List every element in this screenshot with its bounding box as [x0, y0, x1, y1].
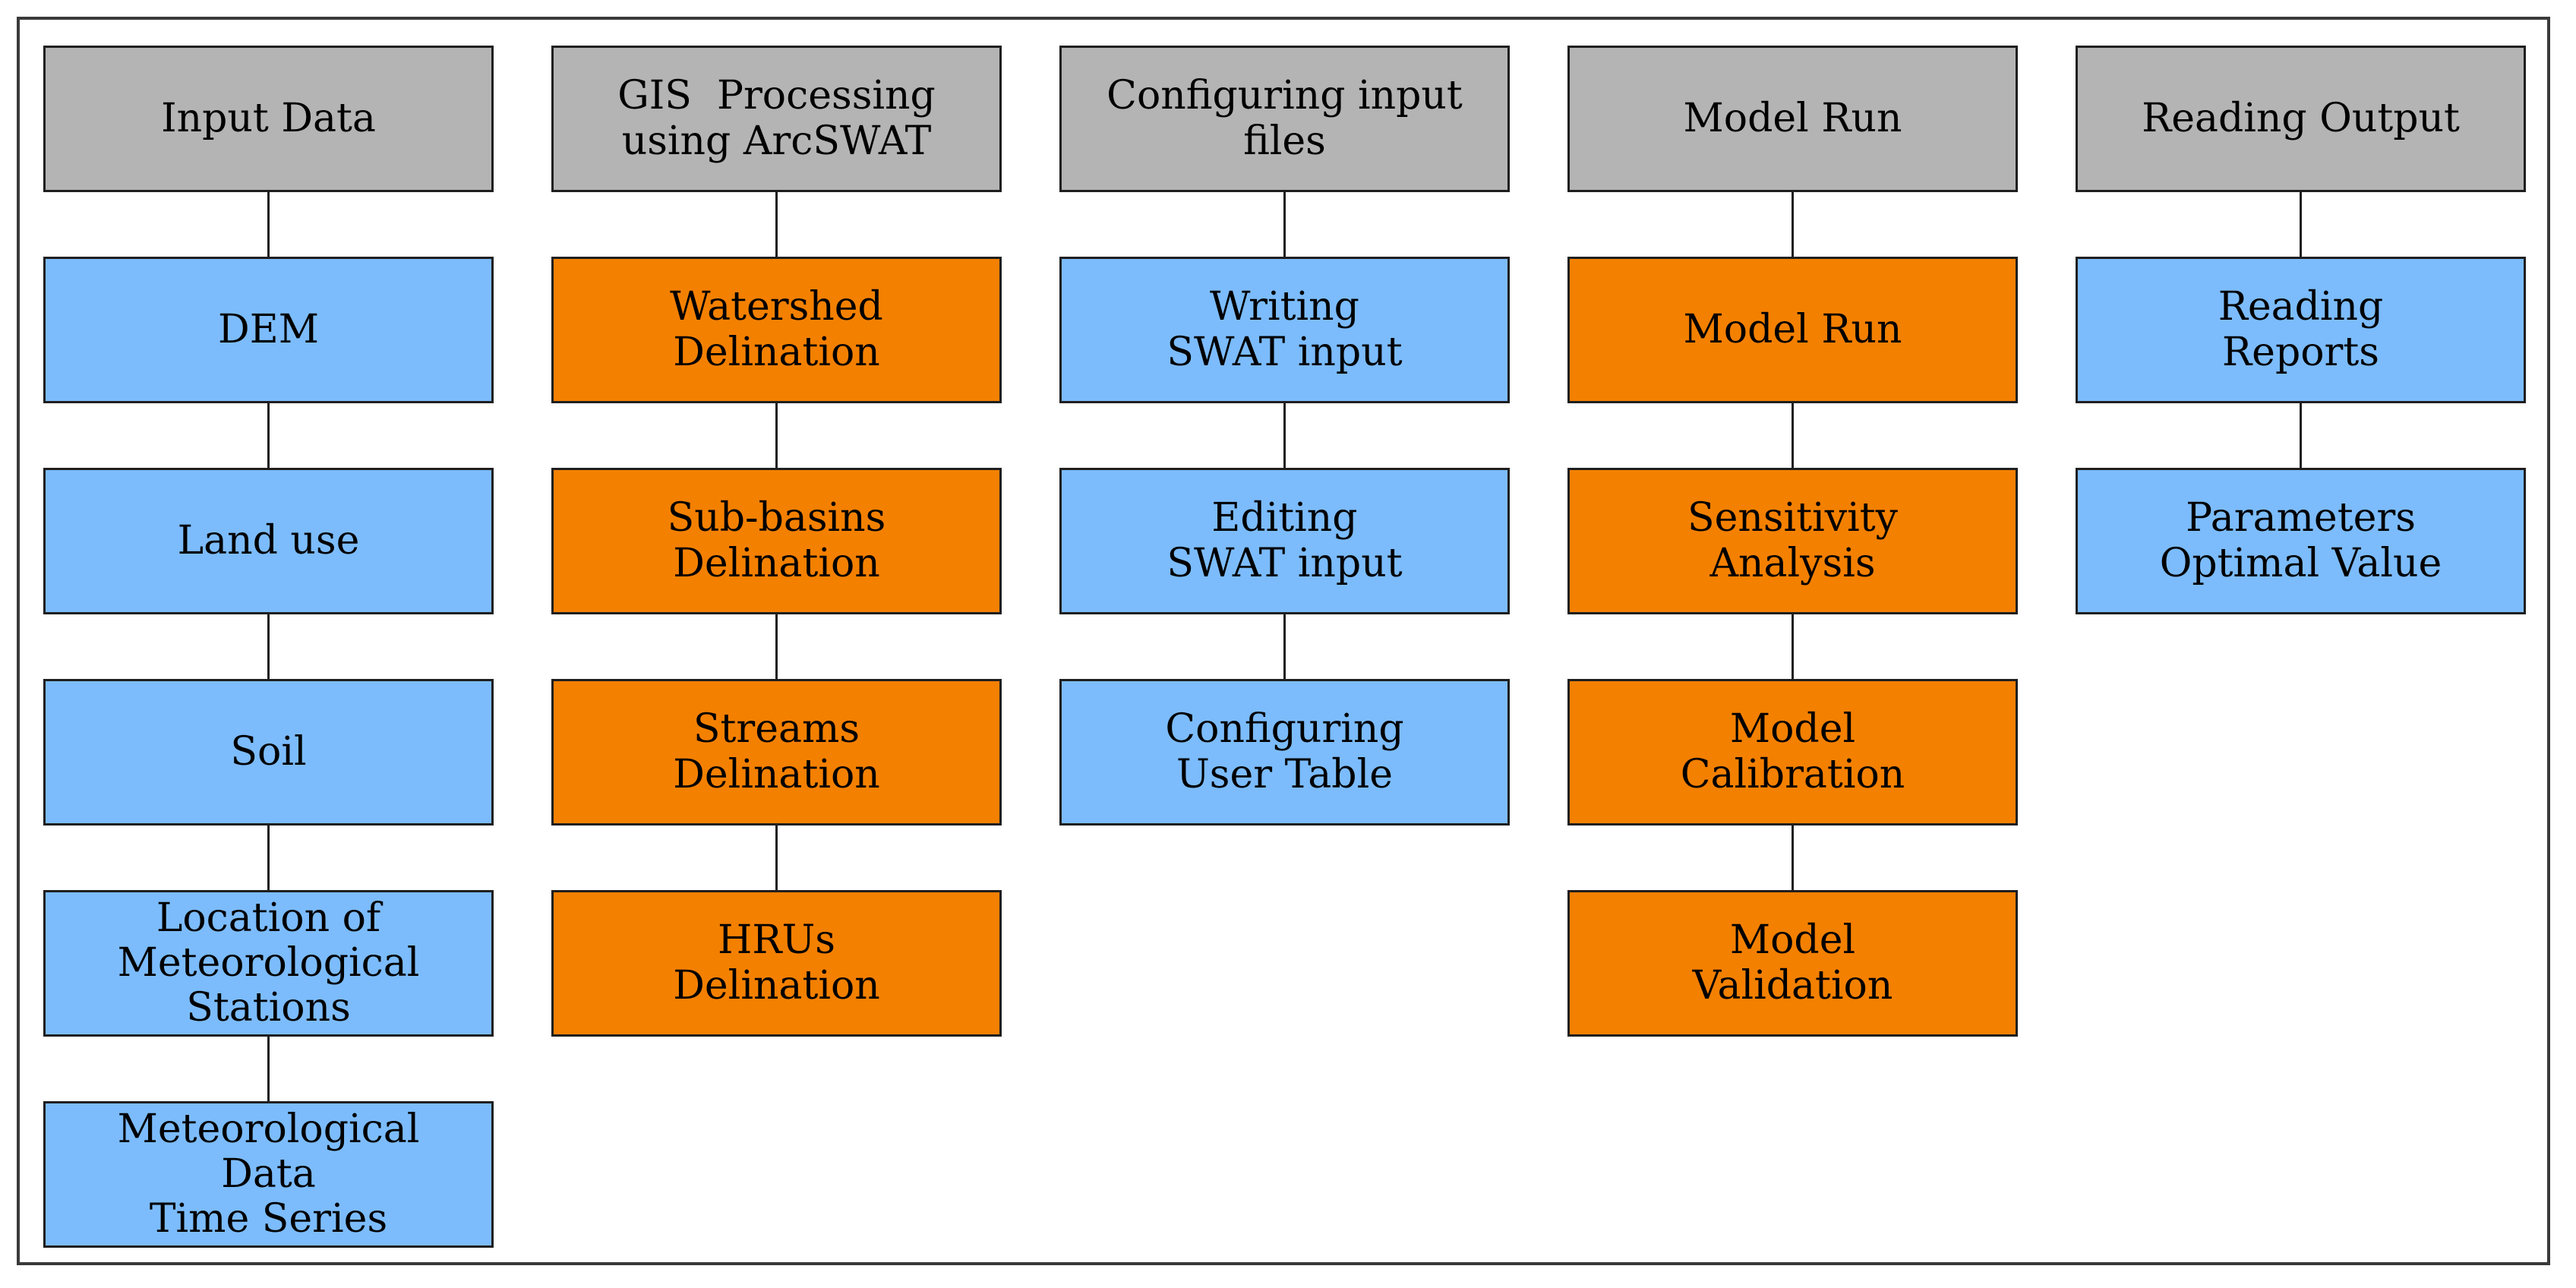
flow-step-box-dem: DEM — [43, 257, 494, 403]
flow-step-label: Model Validation — [1692, 917, 1893, 1009]
flow-step-label: Sub-basins Delination — [667, 495, 886, 586]
flow-step-box-editing-swat: Editing SWAT input — [1059, 468, 1510, 614]
flow-step-box-hrus: HRUs Delination — [551, 890, 1002, 1037]
flow-step-box-calibration: Model Calibration — [1567, 679, 2018, 826]
connector-line — [1283, 403, 1286, 468]
flow-step-label: Watershed Delination — [670, 284, 883, 375]
flow-step-box-met-stations: Location of Meteorological Stations — [43, 890, 494, 1037]
connector-line — [267, 826, 270, 890]
flow-step-label: Soil — [230, 728, 307, 775]
flow-step-label: Writing SWAT input — [1166, 284, 1403, 375]
flow-header-box: Model Run — [1567, 46, 2018, 192]
flow-step-box-land-use: Land use — [43, 468, 494, 614]
connector-line — [775, 403, 778, 468]
connector-line — [267, 614, 270, 679]
flow-step-label: Meteorological Data Time Series — [117, 1106, 420, 1242]
flow-header-label: Model Run — [1683, 95, 1902, 141]
flow-step-box-soil: Soil — [43, 679, 494, 826]
flow-step-box-model-run: Model Run — [1567, 257, 2018, 403]
flow-step-label: Configuring User Table — [1165, 706, 1404, 797]
flow-header-label: Reading Output — [2142, 95, 2460, 141]
connector-line — [267, 1037, 270, 1101]
flow-step-label: Streams Delination — [673, 706, 880, 797]
flow-column-model-run: Model Run Model Run Sensitivity Analysis… — [1567, 46, 2018, 1037]
connector-line — [1283, 614, 1286, 679]
flow-step-label: HRUs Delination — [673, 917, 880, 1009]
flow-step-box-writing-swat: Writing SWAT input — [1059, 257, 1510, 403]
connector-line — [1792, 826, 1794, 890]
flow-header-label: GIS Processing using ArcSWAT — [617, 73, 936, 164]
connector-line — [2300, 192, 2302, 257]
connector-line — [1283, 192, 1286, 257]
flow-header-box: Input Data — [43, 46, 494, 192]
connector-line — [775, 826, 778, 890]
flow-header-box: GIS Processing using ArcSWAT — [551, 46, 1002, 192]
flow-step-label: Editing SWAT input — [1166, 495, 1403, 586]
flow-step-label: DEM — [218, 306, 319, 352]
flow-step-label: Location of Meteorological Stations — [117, 895, 420, 1031]
connector-line — [775, 192, 778, 257]
flow-step-label: Model Run — [1683, 306, 1902, 352]
flow-step-box-sensitivity: Sensitivity Analysis — [1567, 468, 2018, 614]
flow-step-box-streams: Streams Delination — [551, 679, 1002, 826]
connector-line — [2300, 403, 2302, 468]
flow-step-box-sub-basins: Sub-basins Delination — [551, 468, 1002, 614]
flow-column-configuring-input: Configuring input files Writing SWAT inp… — [1059, 46, 1510, 826]
connector-line — [1792, 403, 1794, 468]
connector-line — [1792, 192, 1794, 257]
flow-header-box: Configuring input files — [1059, 46, 1510, 192]
flow-header-label: Configuring input files — [1106, 73, 1463, 164]
flow-step-box-met-data: Meteorological Data Time Series — [43, 1101, 494, 1248]
flow-header-label: Input Data — [161, 95, 376, 141]
flow-step-label: Sensitivity Analysis — [1687, 495, 1898, 586]
flow-step-box-user-table: Configuring User Table — [1059, 679, 1510, 826]
flow-step-label: Land use — [177, 517, 360, 564]
flow-column-reading-output: Reading Output Reading Reports Parameter… — [2076, 46, 2526, 614]
flow-step-box-parameters-optimal: Parameters Optimal Value — [2076, 468, 2526, 614]
connector-line — [775, 614, 778, 679]
connector-line — [1792, 614, 1794, 679]
connector-line — [267, 403, 270, 468]
flow-step-label: Parameters Optimal Value — [2159, 495, 2442, 586]
flow-column-input-data: Input Data DEM Land use Soil Location of… — [43, 46, 494, 1248]
flow-header-box: Reading Output — [2076, 46, 2526, 192]
flow-step-label: Model Calibration — [1680, 706, 1905, 797]
flow-step-box-watershed: Watershed Delination — [551, 257, 1002, 403]
flow-step-box-validation: Model Validation — [1567, 890, 2018, 1037]
flow-step-label: Reading Reports — [2218, 284, 2384, 375]
connector-line — [267, 192, 270, 257]
flow-columns: Input Data DEM Land use Soil Location of… — [43, 46, 2526, 1248]
flow-step-box-reading-reports: Reading Reports — [2076, 257, 2526, 403]
flow-column-gis-processing: GIS Processing using ArcSWAT Watershed D… — [551, 46, 1002, 1037]
